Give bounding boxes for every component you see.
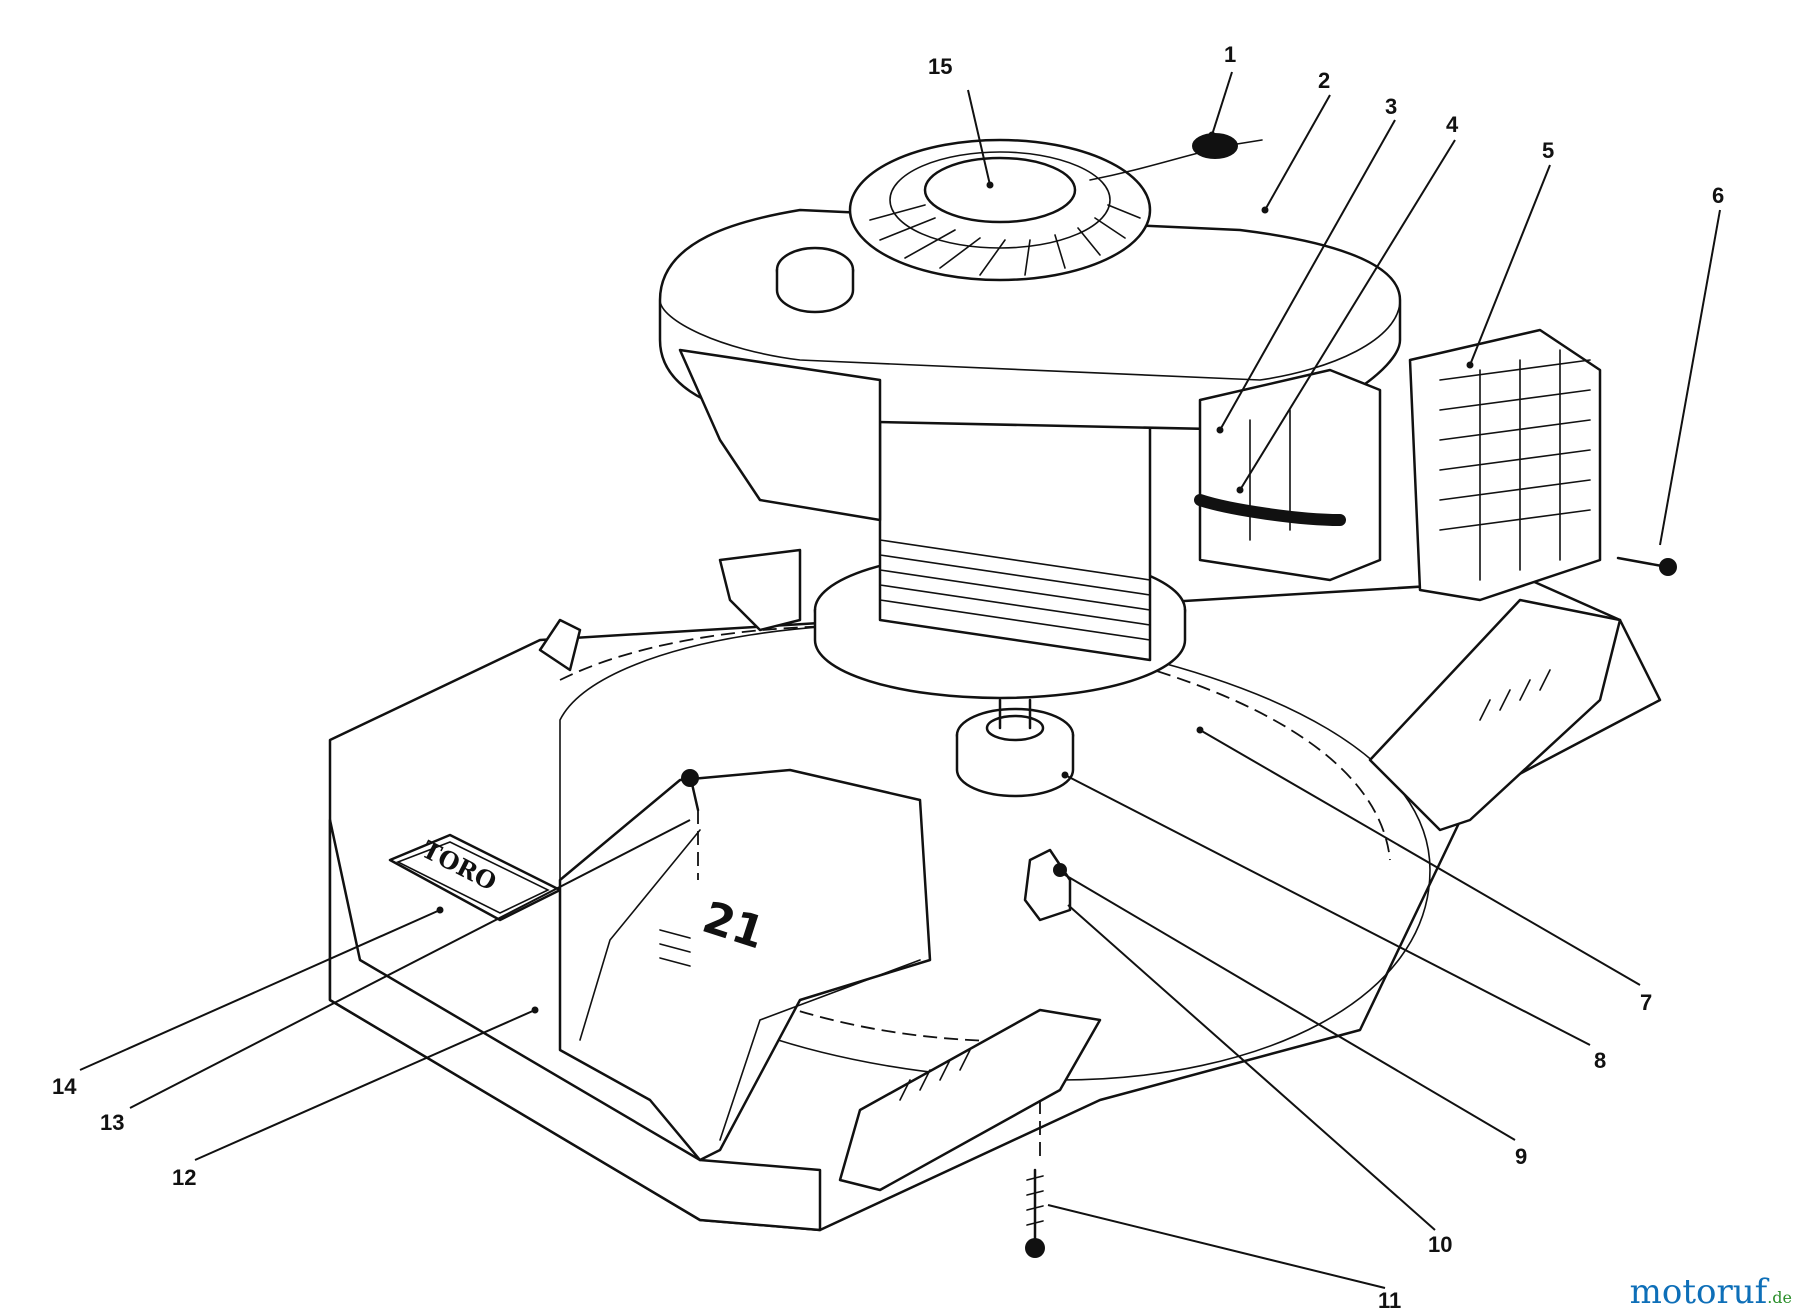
leader-lines (79, 71, 1721, 1289)
callout-2: 2 (1318, 68, 1330, 93)
callout-8: 8 (1594, 1048, 1606, 1073)
watermark-logo: motoruf.de (1630, 1272, 1792, 1312)
fasteners (681, 769, 1072, 1258)
callout-12: 12 (172, 1165, 196, 1190)
callout-7: 7 (1640, 990, 1652, 1015)
callout-3: 3 (1385, 94, 1397, 119)
callout-labels: 1 2 3 4 5 6 7 8 9 10 11 12 13 14 15 (52, 42, 1724, 1313)
callout-9: 9 (1515, 1144, 1527, 1169)
callout-13: 13 (100, 1110, 124, 1135)
watermark-main-text: motoruf (1629, 1272, 1768, 1312)
callout-5: 5 (1542, 138, 1554, 163)
callout-14: 14 (52, 1074, 77, 1099)
callout-6: 6 (1712, 183, 1724, 208)
callout-15: 15 (928, 54, 952, 79)
discharge-chute-cover: 21 (558, 768, 932, 1162)
muffler-assembly (1194, 328, 1677, 602)
watermark-suffix-text: .de (1767, 1288, 1792, 1307)
callout-11: 11 (1378, 1288, 1401, 1313)
blade-adapter (955, 698, 1075, 798)
callout-10: 10 (1428, 1232, 1452, 1257)
engine (658, 133, 1402, 700)
callout-1: 1 (1224, 42, 1236, 67)
callout-4: 4 (1446, 112, 1459, 137)
